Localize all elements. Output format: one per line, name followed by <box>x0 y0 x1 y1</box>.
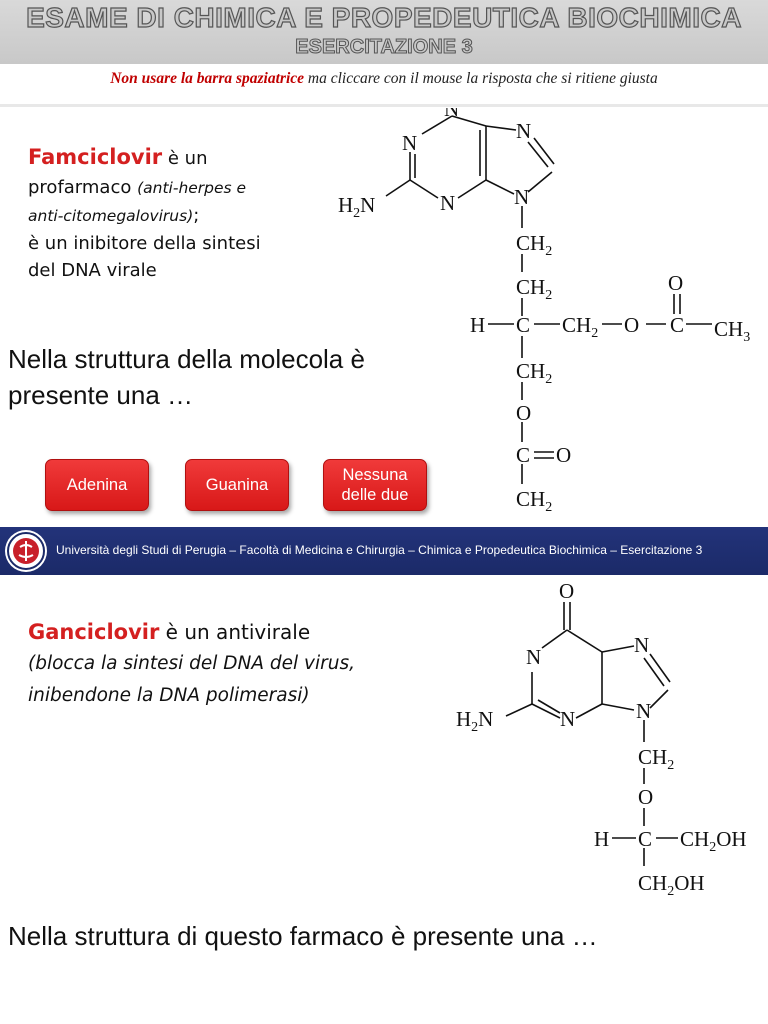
ganciclovir-structure: O N N N N H2N CH2 O H C CH2OH CH2OH <box>456 579 747 899</box>
instruction-emphasis: Non usare la barra spaziatrice <box>110 70 305 87</box>
drug-name-ganciclovir: Ganciclovir <box>28 620 160 644</box>
ch3-group: CH3 <box>714 317 750 345</box>
atom-c-low: C <box>516 443 530 467</box>
atom-c-central: C <box>516 313 530 337</box>
answer-button-adenina[interactable]: Adenina <box>45 459 149 511</box>
atom-n1: N <box>402 131 417 155</box>
amino-group: H2N <box>338 193 375 221</box>
famciclovir-description: Famciclovir è un profarmaco (anti-herpes… <box>28 142 328 286</box>
question-1-line1: Nella struttura della molecola è <box>8 344 365 374</box>
atom-n3: N <box>560 707 575 731</box>
university-seal-icon <box>5 530 47 572</box>
question-1: Nella struttura della molecola è present… <box>8 341 448 413</box>
atom-n3b: N <box>440 191 455 215</box>
header-divider <box>0 104 768 107</box>
footer-text: Università degli Studi di Perugia – Faco… <box>56 543 703 557</box>
header: ESAME DI CHIMICA E PROPEDEUTICA BIOCHIMI… <box>0 0 768 107</box>
atom-n3: N <box>444 108 459 121</box>
desc2-line1: è un antivirale <box>159 620 311 644</box>
footer-bar: Università degli Studi di Perugia – Faco… <box>0 527 768 575</box>
ch2-4: CH2 <box>516 487 552 515</box>
atom-o: O <box>638 785 653 809</box>
desc-line2-italic: (anti-herpes e <box>137 179 247 197</box>
atom-n1: N <box>526 645 541 669</box>
question-2: Nella struttura di questo farmaco è pres… <box>8 921 598 951</box>
atom-o-top: O <box>559 579 574 603</box>
answer-nessuna-line2: delle due <box>341 486 409 504</box>
ch2oh-down: CH2OH <box>638 871 705 899</box>
answer-button-nessuna[interactable]: Nessuna delle due <box>323 459 427 511</box>
famciclovir-structure: N N N N N H2N CH2 CH2 H C CH2 O O C CH3 … <box>338 108 750 515</box>
ch2-side: CH2 <box>562 313 598 341</box>
ch2oh-right: CH2OH <box>680 827 747 855</box>
atom-c: C <box>638 827 652 851</box>
amino-group: H2N <box>456 707 493 735</box>
instruction-rest: ma cliccare con il mouse la risposta che… <box>304 70 658 87</box>
page-title: ESAME DI CHIMICA E PROPEDEUTICA BIOCHIMI… <box>25 1 742 33</box>
atom-n9: N <box>636 699 651 723</box>
atom-o-side: O <box>624 313 639 337</box>
atom-o-low: O <box>516 401 531 425</box>
atom-n9: N <box>514 185 529 209</box>
desc-line2: profarmaco <box>28 177 138 198</box>
instruction-text: Non usare la barra spaziatrice ma clicca… <box>0 70 768 88</box>
ch2-3: CH2 <box>516 359 552 387</box>
atom-h: H <box>594 827 609 851</box>
atom-n7: N <box>634 633 649 657</box>
answer-button-guanina[interactable]: Guanina <box>185 459 289 511</box>
title-band <box>0 0 768 64</box>
atom-n7: N <box>516 119 531 143</box>
desc2-line3: inibendone la DNA polimerasi) <box>28 685 310 706</box>
desc-line4: è un inibitore della sintesi <box>28 233 261 254</box>
ch2-2: CH2 <box>516 275 552 303</box>
ch2-group: CH2 <box>638 745 674 773</box>
desc-line3-italic: anti-citomegalovirus) <box>28 207 194 225</box>
desc-line3: ; <box>193 205 200 226</box>
atom-o-carbonyl: O <box>668 271 683 295</box>
desc2-line2: (blocca la sintesi del DNA del virus, <box>28 653 355 674</box>
desc-line5: del DNA virale <box>28 260 157 281</box>
atom-o-low2: O <box>556 443 571 467</box>
drug-name-famciclovir: Famciclovir <box>28 145 163 169</box>
ch2-1: CH2 <box>516 231 552 259</box>
atom-h: H <box>470 313 485 337</box>
ganciclovir-description: Ganciclovir è un antivirale (blocca la s… <box>28 616 428 712</box>
answer-nessuna-line1: Nessuna <box>342 466 408 484</box>
desc-line1: è un <box>162 148 208 169</box>
atom-c-side: C <box>670 313 684 337</box>
question-1-line2: presente una … <box>8 380 194 410</box>
page-subtitle: ESERCITAZIONE 3 <box>295 36 473 59</box>
